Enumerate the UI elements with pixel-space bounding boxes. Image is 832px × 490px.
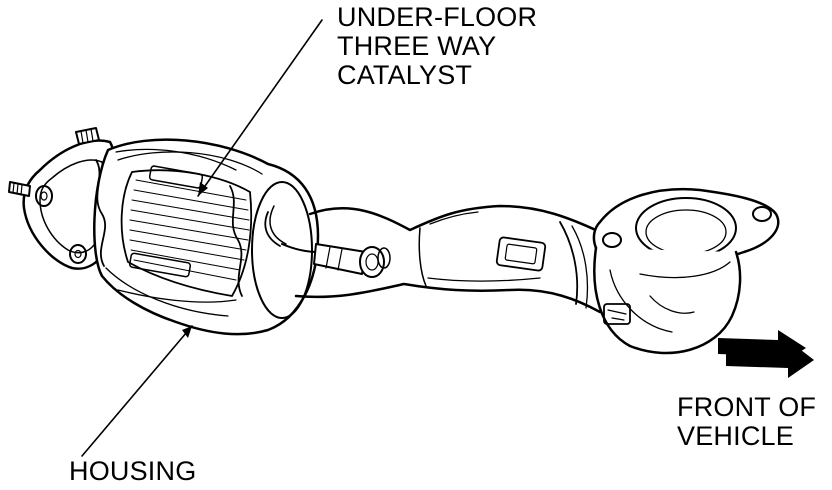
front-label-line-1: FRONT OF bbox=[677, 392, 817, 422]
housing-label-line-1: HOUSING bbox=[69, 456, 197, 486]
catalyst-label-line-1: UNDER-FLOOR bbox=[337, 2, 538, 32]
housing-label: HOUSING bbox=[69, 457, 196, 486]
oxygen-sensor bbox=[281, 243, 391, 278]
flange-stud-left bbox=[8, 181, 31, 197]
front-label-line-2: VEHICLE bbox=[677, 421, 794, 451]
arrow-right-icon bbox=[718, 330, 814, 378]
catalyst-label-line-3: CATALYST bbox=[337, 60, 473, 90]
under-floor-catalyst-label: UNDER-FLOOR THREE WAY CATALYST bbox=[337, 3, 537, 90]
leader-lines bbox=[81, 19, 323, 457]
catalyst-label-line-2: THREE WAY bbox=[337, 31, 497, 61]
exhaust-pipe bbox=[294, 204, 602, 314]
front-flange bbox=[592, 187, 780, 355]
catalyst-housing bbox=[93, 138, 320, 336]
front-of-vehicle-label: FRONT OF VEHICLE bbox=[677, 393, 816, 451]
flange-stud-top bbox=[75, 127, 100, 145]
